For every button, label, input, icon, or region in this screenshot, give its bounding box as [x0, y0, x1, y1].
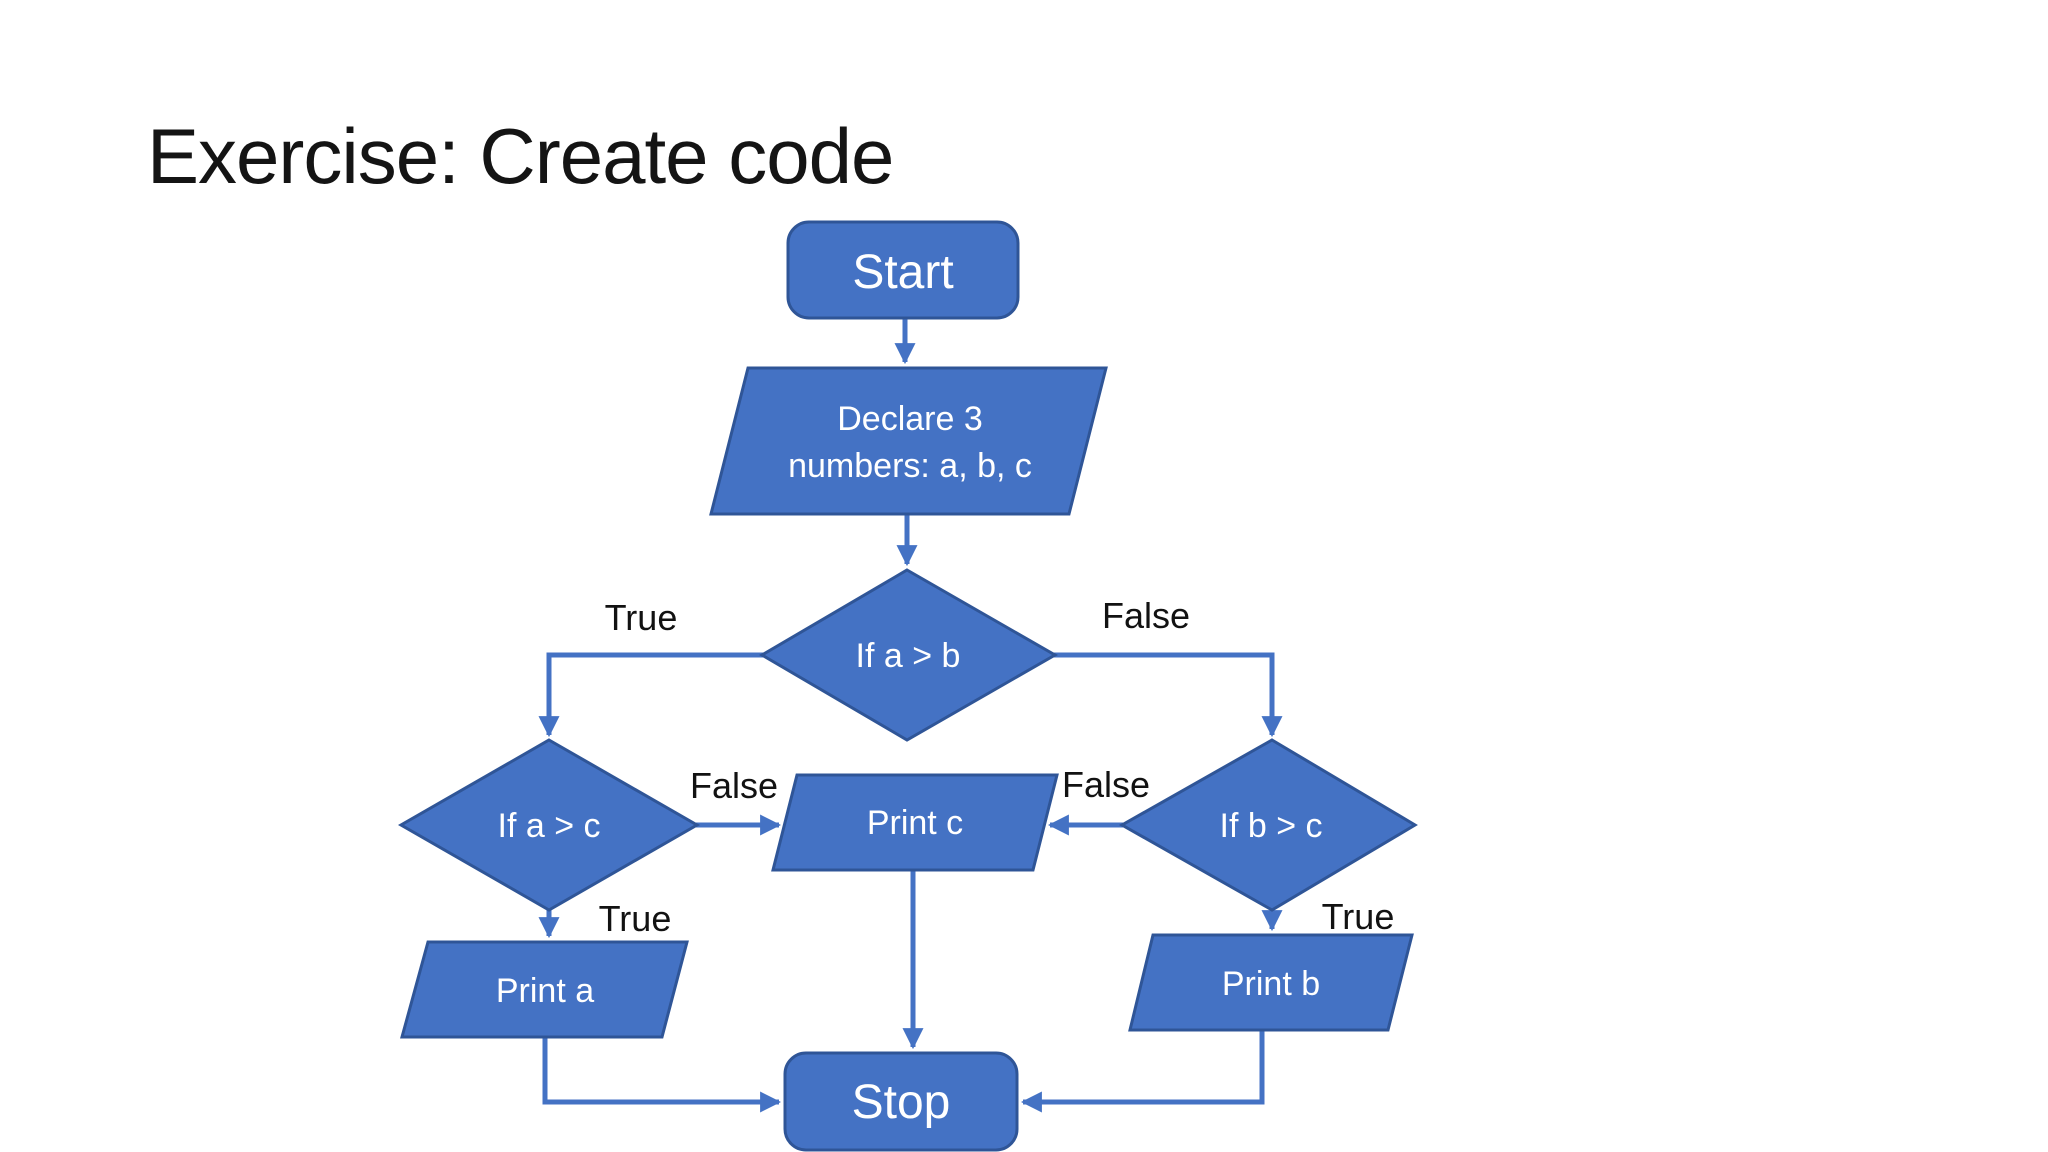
- declare-parallelogram-shape: [709, 366, 1108, 516]
- print-c-parallelogram-shape: [771, 773, 1059, 872]
- start-terminator-shape: [786, 220, 1020, 320]
- node-if-a-gt-c: If a > c: [397, 738, 701, 912]
- declare-label-line1: Declare 3: [837, 400, 983, 438]
- edge-label-true-bottom-left: True: [599, 898, 672, 939]
- if-a-gt-b-diamond-shape: [759, 568, 1059, 742]
- print-c-label: Print c: [867, 804, 963, 842]
- node-if-a-gt-b: If a > b: [759, 568, 1059, 742]
- if-b-gt-c-label: If b > c: [1220, 807, 1323, 845]
- print-b-label: Print b: [1222, 965, 1320, 1003]
- edge-print-a-to-stop: [542, 1037, 782, 1113]
- print-b-parallelogram-shape: [1128, 933, 1414, 1032]
- edge-label-true-left: True: [605, 597, 678, 638]
- edge-label-false-mid-right: False: [1062, 764, 1150, 805]
- edge-label-false-right: False: [1102, 595, 1190, 636]
- edge-if-a-gt-b-false-to-if-b-gt-c: [1053, 652, 1283, 738]
- node-if-b-gt-c: If b > c: [1118, 738, 1418, 912]
- edge-print-b-to-stop: [1020, 1030, 1265, 1113]
- node-print-a: Print a: [400, 940, 689, 1039]
- node-stop: Stop: [783, 1051, 1019, 1152]
- stop-terminator-shape: [783, 1051, 1019, 1152]
- node-print-b: Print b: [1128, 933, 1414, 1032]
- start-label: Start: [852, 246, 953, 299]
- if-a-gt-b-label: If a > b: [856, 637, 961, 675]
- print-a-parallelogram-shape: [400, 940, 689, 1039]
- page-title: Exercise: Create code: [147, 112, 893, 200]
- node-start: Start: [786, 220, 1020, 320]
- if-a-gt-c-diamond-shape: [397, 738, 701, 912]
- edge-if-a-gt-b-true-to-if-a-gt-c: [538, 652, 764, 738]
- edge-label-true-bottom-right: True: [1322, 896, 1395, 937]
- declare-label-line2: numbers: a, b, c: [788, 447, 1032, 485]
- stop-label: Stop: [852, 1076, 951, 1129]
- edge-label-false-mid-left: False: [690, 765, 778, 806]
- if-b-gt-c-diamond-shape: [1118, 738, 1418, 912]
- if-a-gt-c-label: If a > c: [498, 807, 601, 845]
- node-print-c: Print c: [771, 773, 1059, 872]
- node-declare: Declare 3 numbers: a, b, c: [709, 366, 1108, 516]
- print-a-label: Print a: [496, 972, 594, 1010]
